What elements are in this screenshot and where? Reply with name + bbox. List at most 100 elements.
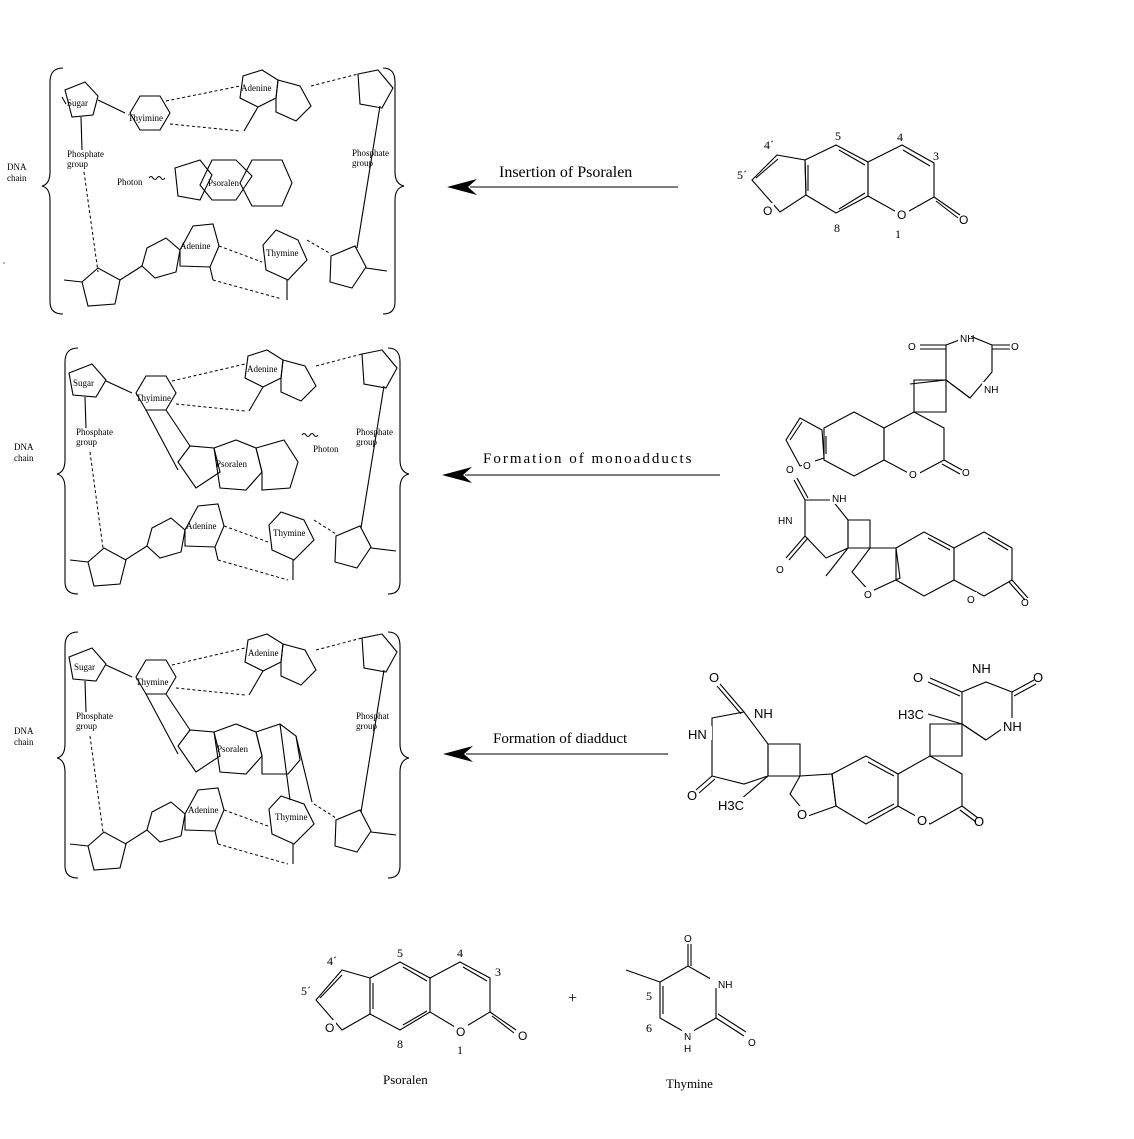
methyl-left <box>739 775 769 801</box>
dna-label-line1: DNA <box>14 442 34 452</box>
atom-mask <box>710 976 732 988</box>
furan-oxygen: O <box>763 204 772 218</box>
double-bond <box>755 158 779 179</box>
thymine-ring <box>659 965 717 1035</box>
left-brace <box>56 347 79 595</box>
adenine-bottom-label: Adenine <box>186 521 217 531</box>
benzene-ring <box>831 755 899 825</box>
dna-label-line2: chain <box>7 173 27 183</box>
sugar-pentagon <box>68 647 107 682</box>
bond <box>370 831 397 836</box>
carbonyl <box>788 537 809 561</box>
atom-mask <box>830 492 850 504</box>
h-bond <box>175 687 246 696</box>
psoralen-label: Psoralen <box>217 744 248 754</box>
carbonyl <box>961 805 979 819</box>
bond <box>243 106 259 132</box>
atom-mask <box>915 812 929 826</box>
plus-sign: + <box>568 990 577 1007</box>
arrow-head <box>443 746 473 762</box>
phosphate-line-right <box>360 669 385 813</box>
phosphate-dash <box>310 73 359 87</box>
carbonyl-bond <box>933 196 961 216</box>
oxygen: O <box>974 814 984 829</box>
psoralen-pentagon <box>177 729 221 773</box>
nh: NH <box>832 494 846 505</box>
benzene-ring <box>369 961 431 1031</box>
thymine-top-label: Thymine <box>136 677 169 687</box>
psoralen-pentagon <box>174 159 213 201</box>
adenine-top-pentagon <box>280 643 317 686</box>
methyl <box>909 379 947 385</box>
pyrone-oxygen: O <box>897 208 906 222</box>
atom-mask <box>776 513 796 525</box>
h-bond <box>175 403 246 412</box>
sugar-right-bottom <box>329 245 367 289</box>
double-bond <box>838 192 866 210</box>
nh: NH <box>1003 719 1022 734</box>
num-5: 5 <box>646 989 652 1003</box>
oxygen: O <box>967 595 975 606</box>
psoralen-structure-1: O O O 4´ 5´ 5 4 3 8 1 <box>737 129 968 241</box>
bond <box>105 664 133 678</box>
atom-mask <box>760 203 774 217</box>
phosphate-right-l1: Phosphate <box>352 148 389 158</box>
carbonyl <box>695 775 713 791</box>
bond <box>84 680 87 713</box>
num-5prime: 5´ <box>301 984 311 998</box>
atom-mask <box>895 206 909 220</box>
sugar-label: Sugar <box>67 98 88 108</box>
bond <box>248 386 264 412</box>
num-1: 1 <box>457 1043 463 1057</box>
phosphate-right-l2: group <box>356 437 377 447</box>
thymine-bottom-label: Thymine <box>266 248 299 258</box>
bond <box>97 99 126 114</box>
num-3: 3 <box>495 965 501 979</box>
double-bond <box>319 974 343 999</box>
phosphate-left-l1: Phosphate <box>76 711 113 721</box>
double-bond <box>867 803 895 819</box>
adenine-top-pentagon <box>275 79 312 122</box>
furan-ring <box>315 969 371 1031</box>
num-8: 8 <box>397 1037 403 1051</box>
methyl <box>825 547 849 577</box>
atom-mask <box>907 467 920 480</box>
psoralen-ring-3 <box>255 723 301 775</box>
thymine-caption: Thymine <box>666 1076 713 1091</box>
psoralen-label: Psoralen <box>208 178 239 188</box>
cyclobutane-bond <box>165 409 191 447</box>
phosphate-dash <box>315 353 363 367</box>
phosphate-dash-left <box>83 171 99 273</box>
hn: HN <box>688 727 707 742</box>
arrow-label: Formation of diadduct <box>493 731 628 747</box>
oxygen: O <box>709 670 719 685</box>
psoralen-label: Psoralen <box>216 459 247 469</box>
carbonyl-bond <box>491 1015 515 1034</box>
arrow-label: Formation of monoadducts <box>483 451 693 467</box>
h-bond <box>212 279 283 300</box>
bond <box>124 545 148 561</box>
num-4prime: 4´ <box>327 954 337 968</box>
benzene-ring <box>804 144 869 214</box>
atom-mask <box>752 705 778 719</box>
atom-mask <box>970 660 996 674</box>
oxygen: O <box>684 934 692 945</box>
atom-mask <box>795 806 809 820</box>
cyclobutane-bond <box>145 409 179 471</box>
sugar-right-bottom <box>334 809 372 853</box>
atom-mask <box>982 382 1002 394</box>
photon-wave <box>148 175 166 181</box>
methyl-label: H3C <box>898 707 924 722</box>
carbonyl <box>715 1017 745 1037</box>
photon-label: Photon <box>117 177 143 187</box>
adenine-top-label: Adenine <box>241 83 272 93</box>
atom-mask <box>896 706 926 722</box>
sugar-right-top <box>357 69 394 109</box>
carbonyl <box>796 477 809 499</box>
carbonyl-bond <box>489 1011 517 1031</box>
phosphate-right-l1: Phosphat <box>356 711 390 721</box>
oxygen: O <box>864 590 872 601</box>
pyrone-ring <box>429 961 491 1031</box>
psoralen-ring-2 <box>199 159 253 201</box>
